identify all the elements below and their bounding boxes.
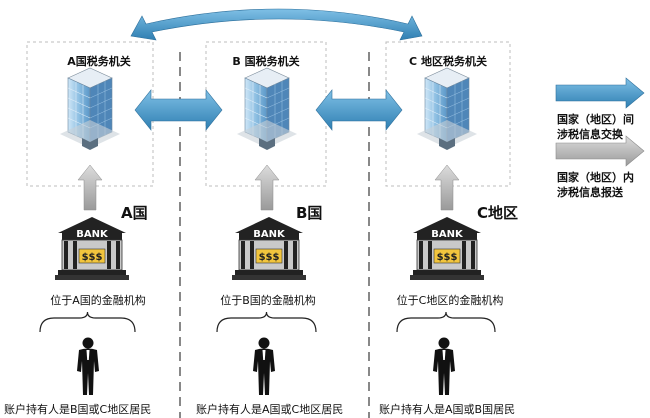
exchange-arrow-b-c — [315, 89, 403, 131]
account-brace-c — [396, 311, 496, 333]
tax-office-title-a: A国税务机关 — [67, 55, 131, 68]
legend-reporting-line2: 涉税信息报送 — [557, 186, 623, 199]
legend-exchange-label: 国家（地区）间 涉税信息交换 — [557, 112, 634, 142]
legend-exchange-line1: 国家（地区）间 — [557, 113, 634, 126]
bank-symbol-text: $$$ — [82, 252, 103, 263]
tax-office-title-c: C 地区税务机关 — [409, 55, 487, 68]
legend-exchange-line2: 涉税信息交换 — [557, 128, 623, 141]
tax-office-building-icon-a — [59, 67, 121, 151]
holder-label-b: 账户持有人是A国或C地区居民 — [196, 403, 344, 416]
holder-label-c: 账户持有人是A国或B国居民 — [379, 403, 516, 416]
legend-reporting-label: 国家（地区）内 涉税信息报送 — [557, 170, 634, 200]
country-label-c: C地区 — [477, 204, 519, 222]
tax-office-building-icon-c — [416, 67, 478, 151]
bank-word-text: BANK — [431, 229, 464, 240]
bank-word-text: BANK — [76, 229, 109, 240]
account-holder-person-icon-a — [77, 337, 99, 395]
bank-word-text: BANK — [253, 229, 286, 240]
country-label-a: A国 — [121, 204, 148, 222]
bank-building-shape — [54, 216, 130, 281]
legend-exchange-arrow — [555, 77, 645, 109]
bank-symbol-text: $$$ — [259, 252, 280, 263]
legend-reporting-line1: 国家（地区）内 — [557, 171, 634, 184]
institution-label-b: 位于B国的金融机构 — [220, 294, 316, 307]
bank-building-shape — [409, 216, 485, 281]
tax-office-building-icon-b — [236, 67, 298, 151]
holder-label-a: 账户持有人是B国或C地区居民 — [4, 403, 152, 416]
bank-building-shape — [231, 216, 307, 281]
bank-icon-c: BANK $$$ — [409, 216, 485, 281]
account-holder-person-icon-b — [253, 337, 275, 395]
account-brace-a — [39, 311, 136, 333]
institution-label-a: 位于A国的金融机构 — [50, 294, 146, 307]
bank-icon-b: BANK $$$ — [231, 216, 307, 281]
reporting-arrow-a — [77, 164, 103, 211]
reporting-arrow-b — [254, 164, 280, 211]
exchange-arrow-a-c — [130, 8, 423, 41]
account-brace-b — [216, 311, 317, 333]
reporting-arrow-c — [434, 164, 460, 211]
bank-symbol-text: $$$ — [437, 252, 458, 263]
country-label-b: B国 — [296, 204, 323, 222]
bank-icon-a: BANK $$$ — [54, 216, 130, 281]
institution-label-c: 位于C地区的金融机构 — [396, 294, 504, 307]
tax-office-title-b: B 国税务机关 — [232, 55, 300, 68]
legend-reporting-arrow — [555, 135, 645, 167]
exchange-arrow-a-b — [134, 89, 223, 131]
account-holder-person-icon-c — [433, 337, 455, 395]
